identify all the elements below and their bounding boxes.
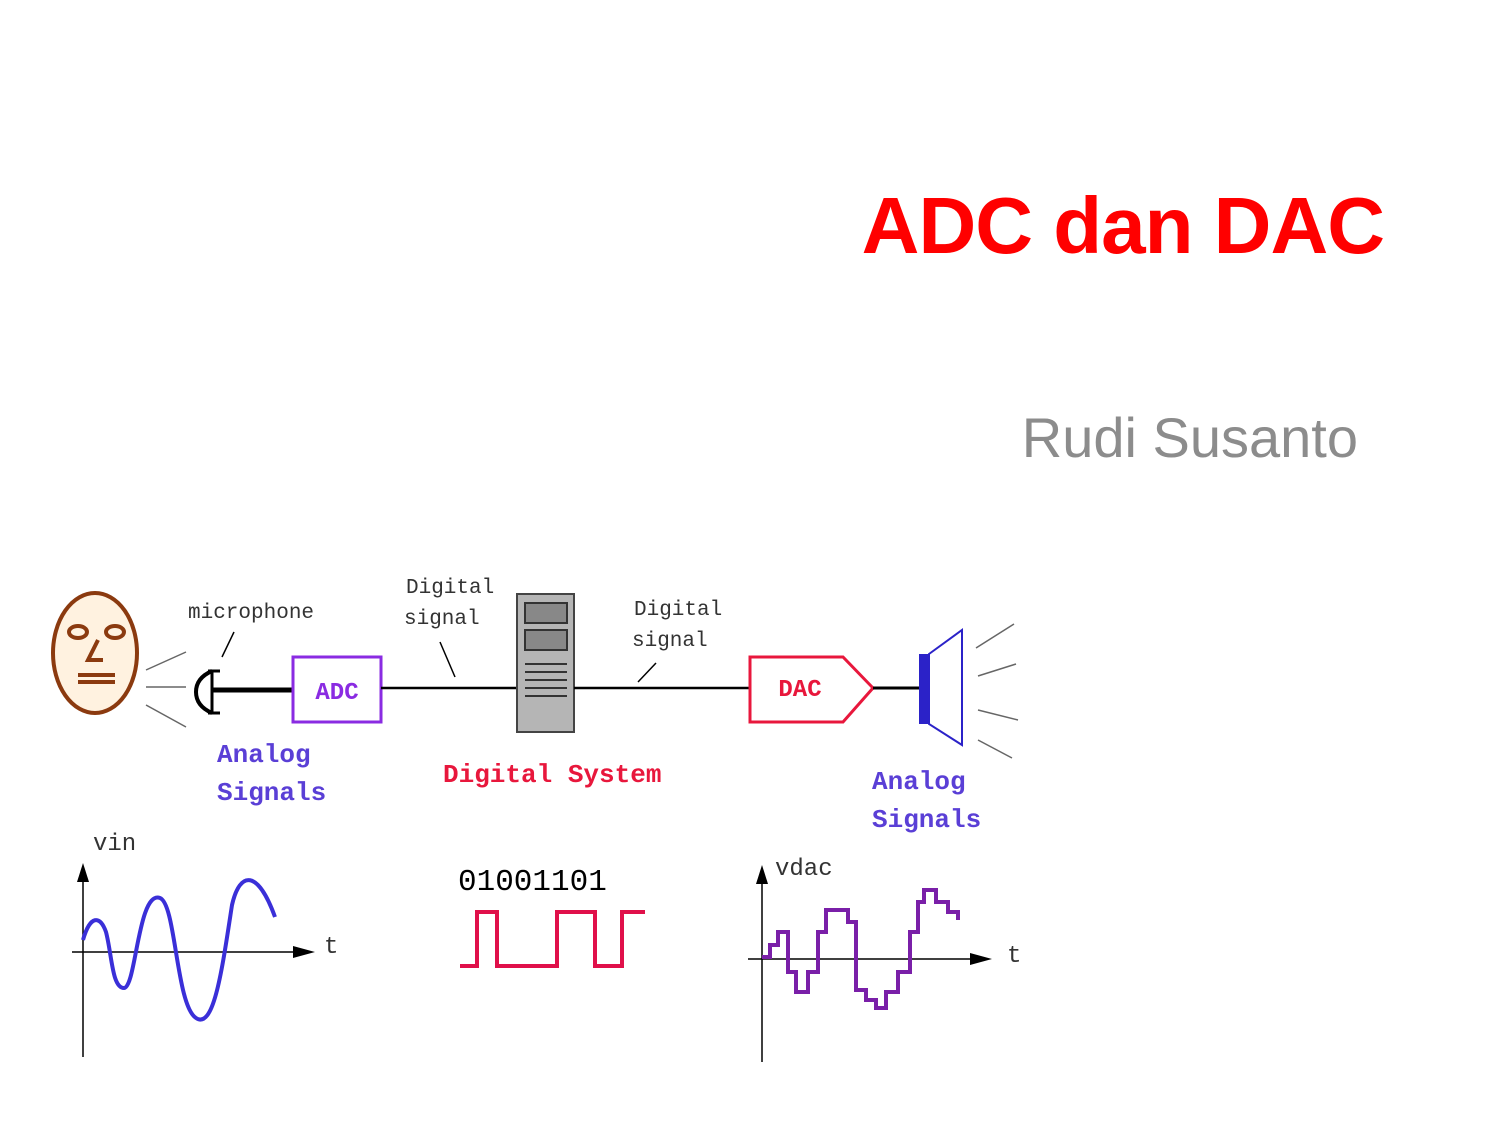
- microphone-label: microphone: [188, 602, 314, 625]
- vin-label: vin: [93, 831, 136, 858]
- adc-label: ADC: [315, 680, 358, 707]
- digital-system-label: Digital System: [443, 760, 661, 790]
- vdac-wave: [762, 888, 960, 1010]
- voice-lines: [145, 651, 187, 728]
- slide-subtitle: Rudi Susanto: [1021, 406, 1358, 469]
- microphone-pointer: [221, 631, 235, 658]
- digital-signal-right-line2: signal: [632, 630, 708, 653]
- vin-wave: [81, 878, 277, 1022]
- vdac-label: vdac: [775, 856, 833, 883]
- analog-signals-left-line2: Signals: [217, 778, 326, 808]
- analog-signals-right-line1: Analog: [872, 767, 966, 797]
- digital-signal-left-line2: signal: [404, 608, 480, 631]
- analog-signals-right-line2: Signals: [872, 805, 981, 835]
- dac-box: [748, 655, 876, 724]
- bits-label: 01001101: [458, 865, 607, 900]
- analog-signals-left-line1: Analog: [217, 740, 311, 770]
- computer-icon: [516, 593, 575, 733]
- face-icon: [51, 591, 139, 715]
- adc-box: [291, 655, 383, 724]
- vin-t-label: t: [324, 934, 338, 961]
- digital-signal-left-line1: Digital: [406, 577, 494, 600]
- dac-label: DAC: [778, 677, 821, 704]
- vdac-x-arrow: [970, 953, 992, 965]
- bits-wave: [460, 910, 645, 968]
- digital-signal-right-line1: Digital: [634, 599, 722, 622]
- speaker-sound-lines: [975, 623, 1019, 759]
- vdac-t-label: t: [1007, 943, 1021, 970]
- digital-signal-left-pointer: [439, 641, 456, 678]
- vdac-plot: vdac t: [748, 856, 1021, 1062]
- slide-title: ADC dan DAC: [861, 181, 1385, 270]
- vin-y-arrow: [77, 863, 89, 882]
- adc-dac-diagram: microphone ADC Digital signal Digital si…: [51, 577, 1021, 1062]
- vin-plot: vin t: [72, 831, 338, 1057]
- vdac-y-arrow: [756, 865, 768, 884]
- vin-x-arrow: [293, 946, 315, 958]
- speaker-icon: [919, 628, 963, 747]
- digital-signal-right-pointer: [637, 662, 657, 683]
